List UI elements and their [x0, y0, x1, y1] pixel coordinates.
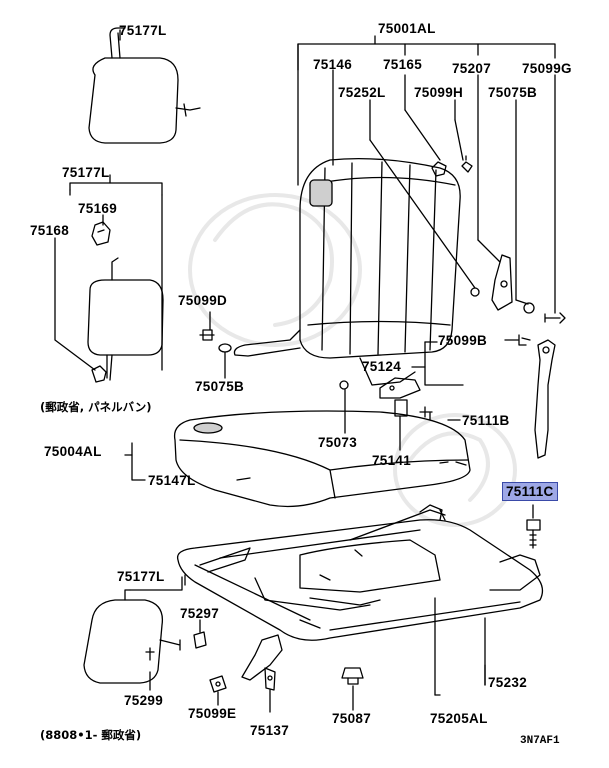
part-label-75001AL[interactable]: 75001AL: [378, 21, 436, 36]
bolt-75111C: [526, 519, 541, 549]
part-label-75177L-mid[interactable]: 75177L: [62, 165, 110, 180]
part-label-75073[interactable]: 75073: [318, 435, 358, 450]
part-label-75137[interactable]: 75137: [250, 723, 290, 738]
part-label-75207[interactable]: 75207: [452, 61, 492, 76]
part-label-75111B[interactable]: 75111B: [462, 413, 510, 428]
part-label-75087[interactable]: 75087: [332, 711, 372, 726]
part-label-75111C-highlighted[interactable]: 75111C: [502, 482, 558, 501]
part-label-75168[interactable]: 75168: [30, 223, 70, 238]
part-label-75299[interactable]: 75299: [124, 693, 164, 708]
note-postal-date: (8808•1- 郵政省): [40, 728, 142, 742]
leader-75177L-bot: [129, 576, 183, 591]
part-label-75205AL[interactable]: 75205AL: [430, 711, 488, 726]
part-label-75099D[interactable]: 75099D: [178, 293, 228, 308]
cap-75087: [341, 667, 364, 685]
part-label-75099B[interactable]: 75099B: [438, 333, 488, 348]
headrest-mid: [87, 221, 164, 383]
part-label-75099H[interactable]: 75099H: [414, 85, 464, 100]
seat-back-hardware: [339, 155, 566, 459]
part-label-75004AL[interactable]: 75004AL: [44, 444, 102, 459]
part-label-75252L[interactable]: 75252L: [338, 85, 386, 100]
figure-code: 3N7AF1: [520, 735, 560, 747]
part-label-75232[interactable]: 75232: [488, 675, 528, 690]
part-label-75146[interactable]: 75146: [313, 57, 353, 72]
part-label-75147L[interactable]: 75147L: [148, 473, 196, 488]
seat-cushion: [173, 410, 471, 508]
headrest-bottom: [83, 589, 181, 684]
nut-75099E: [209, 675, 227, 693]
part-label-75297[interactable]: 75297: [180, 606, 220, 621]
lever-75137: [241, 634, 283, 691]
part-label-75177L-bot[interactable]: 75177L: [117, 569, 165, 584]
note-postal-panel-van: (郵政省, パネルバン): [40, 400, 152, 414]
part-label-75099E[interactable]: 75099E: [188, 706, 237, 721]
part-label-75075B-left[interactable]: 75075B: [195, 379, 245, 394]
part-label-75169[interactable]: 75169: [78, 201, 118, 216]
leader-75168: [54, 237, 96, 371]
seat-frame: [176, 504, 544, 641]
part-label-75177L-top[interactable]: 75177L: [119, 23, 167, 38]
part-label-75099G[interactable]: 75099G: [522, 61, 572, 76]
part-label-75141[interactable]: 75141: [372, 453, 412, 468]
leaders-seat-back: [297, 35, 556, 451]
part-label-75165[interactable]: 75165: [383, 57, 423, 72]
clip-75297: [193, 631, 207, 649]
part-label-75075B-top[interactable]: 75075B: [488, 85, 538, 100]
leaders-frame: [184, 574, 486, 696]
leaders-seat-cushion: [124, 442, 251, 481]
part-label-75124[interactable]: 75124: [362, 359, 402, 374]
seat-back: [233, 157, 461, 386]
headrest-top: [88, 27, 201, 144]
